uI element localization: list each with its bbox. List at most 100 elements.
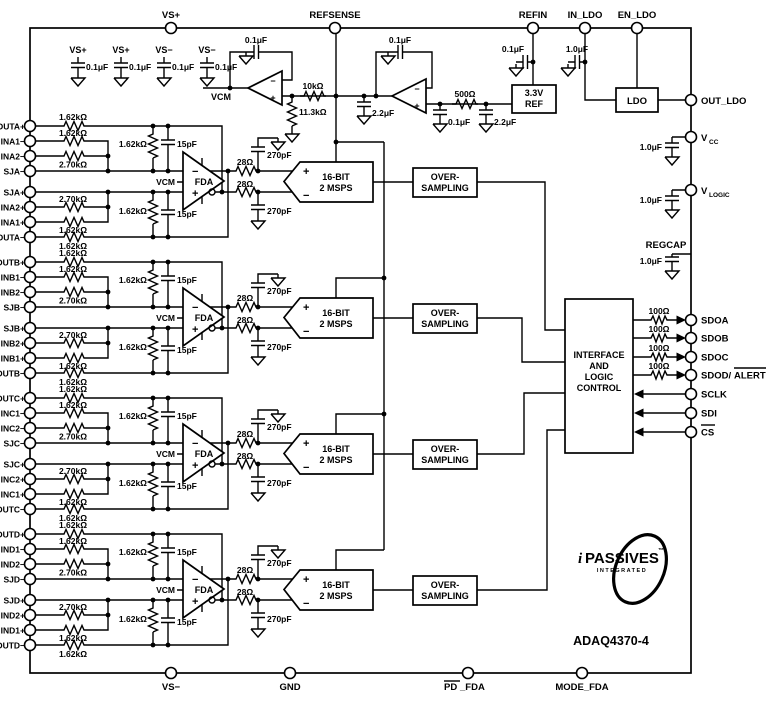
pin-in1-minus[interactable] [23, 270, 37, 284]
pin-sclk[interactable] [684, 387, 698, 401]
adc-plus-input: + [303, 574, 309, 586]
pin-label-sj-plus: SJA+ [4, 188, 26, 198]
pin-sj-minus[interactable] [23, 300, 37, 314]
pin-in2-plus[interactable] [23, 472, 37, 486]
pin-out-plus[interactable] [23, 391, 37, 405]
value-r-shunt-top: 1.62kΩ [119, 547, 147, 557]
pin-sj-plus[interactable] [23, 457, 37, 471]
capacitor-270pf-bot [250, 340, 266, 347]
pin-vcc[interactable] [684, 130, 698, 144]
pin-cs[interactable] [684, 425, 698, 439]
pin-sdoa[interactable] [684, 313, 698, 327]
ref-box [511, 84, 557, 114]
ref-box-line1: 3.3V [525, 88, 544, 98]
value-r-in1-top: 1.62kΩ [59, 128, 87, 138]
pin-vs-plus[interactable] [164, 21, 178, 35]
ground-icon [156, 73, 172, 87]
pin-sdoc[interactable] [684, 350, 698, 364]
capacitor-vsplus-2 [113, 62, 129, 69]
pin-sj-plus[interactable] [23, 321, 37, 335]
pin-in-ldo[interactable] [578, 21, 592, 35]
pin-sdod-alert[interactable] [684, 368, 698, 382]
value-c-out-top: 270pF [267, 422, 292, 432]
pin-vs-minus[interactable] [164, 666, 178, 680]
interface-line4: CONTROL [577, 383, 622, 393]
pin-out-plus[interactable] [23, 119, 37, 133]
value-c-out-top: 270pF [267, 286, 292, 296]
pin-in2-minus[interactable] [23, 421, 37, 435]
pin-sj-minus[interactable] [23, 572, 37, 586]
value-c-out-bot: 270pF [267, 614, 292, 624]
capacitor-15pf-top [160, 547, 176, 554]
pin-out-plus[interactable] [23, 255, 37, 269]
decap-val-2: 0.1μF [172, 62, 194, 72]
pin-in1-plus[interactable] [23, 487, 37, 501]
resistor-100-sdoc [647, 352, 671, 362]
pin-sdi[interactable] [684, 406, 698, 420]
interface-section: INTERFACE AND LOGIC CONTROL 100Ω 100Ω 10… [564, 298, 766, 454]
value-r-in2-top: 2.70kΩ [59, 568, 87, 578]
pin-in2-minus[interactable] [23, 557, 37, 571]
pin-in2-minus[interactable] [23, 149, 37, 163]
static-routing [333, 28, 565, 591]
pin-in2-plus[interactable] [23, 336, 37, 350]
pin-in2-plus[interactable] [23, 200, 37, 214]
capacitor-vsminus-2 [199, 62, 215, 69]
pin-sj-plus[interactable] [23, 185, 37, 199]
pin-out-minus[interactable] [23, 366, 37, 380]
pin-sj-plus[interactable] [23, 593, 37, 607]
fda-plus-input: + [192, 596, 198, 608]
arrow-right-icon [676, 352, 686, 362]
value-vcc-cap: 1.0μF [640, 142, 662, 152]
resistor-shunt-top [147, 131, 159, 159]
fda-minus-input: − [192, 438, 198, 450]
resistor-shunt-top [147, 539, 159, 567]
pin-in1-plus[interactable] [23, 623, 37, 637]
pin-gnd[interactable] [283, 666, 297, 680]
value-c-out-top: 270pF [267, 150, 292, 160]
pin-in1-minus[interactable] [23, 542, 37, 556]
pin-label-refsense: REFSENSE [309, 10, 360, 21]
ground-icon [664, 152, 680, 166]
pin-vlogic[interactable] [684, 183, 698, 197]
pin-refsense[interactable] [328, 21, 342, 35]
pin-label-in1-minus: INA1− [1, 137, 25, 147]
pin-pd-fda[interactable] [461, 666, 475, 680]
pin-sj-minus[interactable] [23, 164, 37, 178]
value-c-100n: 0.1μF [448, 117, 470, 127]
pin-in2-plus[interactable] [23, 608, 37, 622]
pin-label-in2-minus: INB2− [1, 288, 25, 298]
resistor-100-sdob [647, 333, 671, 343]
value-c-shunt-bot: 15pF [177, 617, 197, 627]
pin-refin[interactable] [526, 21, 540, 35]
pin-out-minus[interactable] [23, 638, 37, 652]
pin-out-plus[interactable] [23, 527, 37, 541]
pin-en-ldo[interactable] [630, 21, 644, 35]
pin-in2-minus[interactable] [23, 285, 37, 299]
pin-sj-minus[interactable] [23, 436, 37, 450]
pin-label-vs-plus: VS+ [162, 10, 181, 21]
pin-label-in2-minus: INC2− [1, 424, 25, 434]
pin-out-minus[interactable] [23, 230, 37, 244]
pin-in1-plus[interactable] [23, 215, 37, 229]
value-c-shunt-bot: 15pF [177, 481, 197, 491]
fda-label: FDA [195, 449, 214, 459]
decap-net-2: VS− [155, 45, 172, 55]
ground-icon [508, 63, 524, 77]
pin-in1-plus[interactable] [23, 351, 37, 365]
resistor-shunt-bot [147, 197, 159, 225]
pin-out-minus[interactable] [23, 502, 37, 516]
pin-label-sdoa: SDOA [701, 316, 729, 327]
vcm-fb-capacitor [253, 44, 260, 60]
pin-out-ldo[interactable] [684, 93, 698, 107]
pin-in1-minus[interactable] [23, 134, 37, 148]
pin-mode-fda[interactable] [575, 666, 589, 680]
pin-sdob[interactable] [684, 331, 698, 345]
adc-block [282, 297, 374, 339]
resistor-28ohm-top [231, 573, 259, 585]
capacitor-vsplus-1 [70, 62, 86, 69]
pin-in1-minus[interactable] [23, 406, 37, 420]
value-r-10k: 10kΩ [303, 81, 324, 91]
capacitor-270pf-bot [250, 204, 266, 211]
value-r-in2-top: 2.70kΩ [59, 160, 87, 170]
